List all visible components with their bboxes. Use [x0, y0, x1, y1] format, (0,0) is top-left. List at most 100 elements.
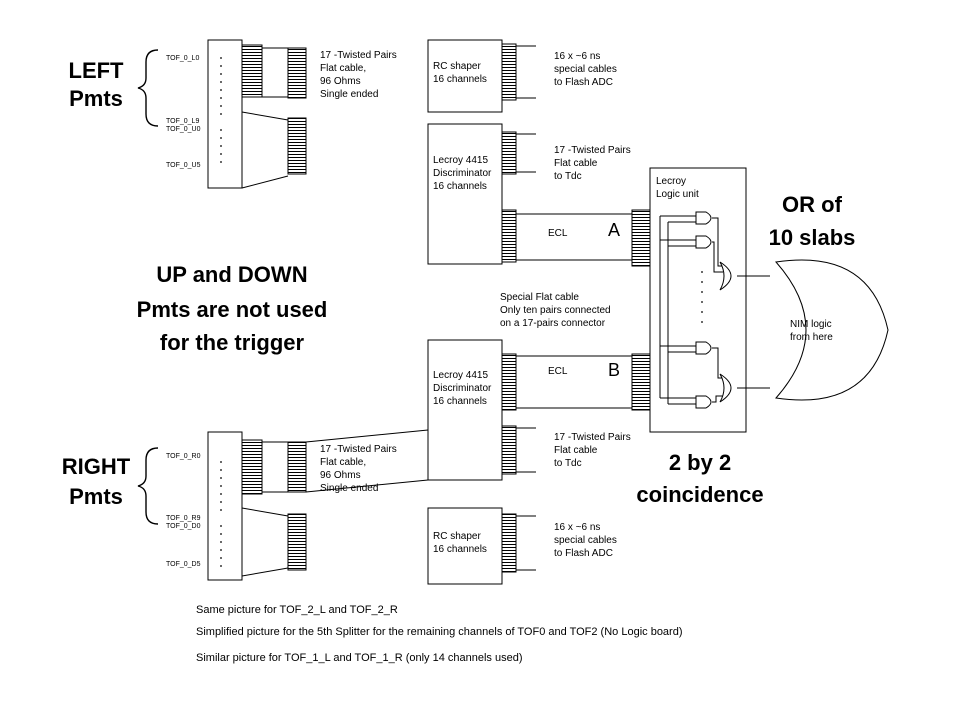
- connector-tof-0-u5: TOF_0_U5: [166, 162, 201, 169]
- logic-line1: Lecroy: [656, 176, 686, 187]
- disc-top-ecl-pins: [501, 209, 517, 263]
- tdc-bottom-line3: to Tdc: [554, 458, 582, 469]
- special-bottom-line1: 16 x ~6 ns: [554, 522, 600, 533]
- disc-bottom-line2: Discriminator: [433, 383, 492, 394]
- tdc-top-cable: [516, 133, 536, 173]
- left-splitter-board: [207, 39, 243, 189]
- right-splitter-board: [207, 431, 243, 581]
- connector-tof-0-d5: TOF_0_D5: [166, 561, 201, 568]
- right-twisted-pins: [287, 441, 307, 493]
- connector-tof-0-l0: TOF_0_L0: [166, 55, 199, 62]
- right-pmts-label-line2: Pmts: [69, 484, 123, 509]
- rc-bottom-output-pins: [501, 513, 517, 573]
- special-bottom-line3: to Flash ADC: [554, 548, 613, 559]
- rc-bottom-line2: 16 channels: [433, 544, 487, 555]
- discriminator-bottom: [427, 339, 503, 481]
- updown-note-line3: for the trigger: [160, 330, 305, 355]
- twisted-bottom-line4: Single ended: [320, 483, 378, 494]
- connector-tof-0-r0: TOF_0_R0: [166, 453, 201, 460]
- left-brace: [137, 49, 159, 127]
- connector-tof-0-d0: TOF_0_D0: [166, 523, 201, 530]
- tdc-bottom-cable: [516, 427, 536, 473]
- signal-a-label: A: [608, 220, 620, 240]
- special-flat-line1: Special Flat cable: [500, 292, 579, 303]
- twisted-top-line3: 96 Ohms: [320, 76, 361, 87]
- left-pmts-label-line1: LEFT: [69, 58, 125, 83]
- left-pmts-label-line2: Pmts: [69, 86, 123, 111]
- rc-top-input-pins: [287, 47, 307, 99]
- right-splitter-dots: [220, 461, 222, 567]
- right-pmts-label-line1: RIGHT: [62, 454, 131, 479]
- logic-gates: [659, 211, 770, 409]
- special-top-cable: [516, 45, 536, 99]
- special-flat-line2: Only ten pairs connected: [500, 305, 611, 316]
- tdc-top-line3: to Tdc: [554, 171, 582, 182]
- footer-note-1: Same picture for TOF_2_L and TOF_2_R: [196, 604, 398, 616]
- twisted-bottom-line1: 17 -Twisted Pairs: [320, 444, 397, 455]
- disc-bottom-line1: Lecroy 4415: [433, 370, 488, 381]
- nim-logic-region: [775, 259, 889, 401]
- ecl-a-label: ECL: [548, 228, 568, 239]
- footer-note-2: Simplified picture for the 5th Splitter …: [196, 626, 683, 638]
- nim-line1: NIM logic: [790, 319, 832, 330]
- updown-note-line1: UP and DOWN: [156, 262, 307, 287]
- disc-top-line3: 16 channels: [433, 181, 487, 192]
- footer-note-3: Similar picture for TOF_1_L and TOF_1_R …: [196, 652, 523, 664]
- logic-unit-dots: [701, 271, 703, 323]
- disc-bottom-tdc-pins: [501, 425, 517, 475]
- twisted-bottom-cable: [262, 429, 429, 493]
- lecroy-logic-unit: [649, 167, 747, 433]
- rc-top-line2: 16 channels: [433, 74, 487, 85]
- disc-top-line1: Lecroy 4415: [433, 155, 488, 166]
- logic-a-input-pins: [631, 209, 651, 267]
- logic-line2: Logic unit: [656, 189, 699, 200]
- disc-top-tdc-pins: [501, 131, 517, 175]
- twisted-top-cable: [262, 47, 288, 98]
- logic-b-input-pins: [631, 353, 651, 411]
- connector-tof-0-l9: TOF_0_L9: [166, 118, 199, 125]
- rc-bottom-input-pins: [287, 513, 307, 571]
- special-top-line1: 16 x ~6 ns: [554, 51, 600, 62]
- rc-top-line1: RC shaper: [433, 61, 481, 72]
- special-bottom-line2: special cables: [554, 535, 617, 546]
- rc-bottom-feed-cable: [241, 507, 289, 577]
- tdc-bottom-line2: Flat cable: [554, 445, 598, 456]
- coincidence-line2: coincidence: [636, 482, 763, 507]
- twisted-bottom-line2: Flat cable,: [320, 457, 366, 468]
- disc-bottom-line3: 16 channels: [433, 396, 487, 407]
- discriminator-top: [427, 123, 503, 265]
- coincidence-line1: 2 by 2: [669, 450, 731, 475]
- rc-top-output-pins: [501, 43, 517, 101]
- twisted-bottom-line3: 96 Ohms: [320, 470, 361, 481]
- tdc-top-line1: 17 -Twisted Pairs: [554, 145, 631, 156]
- special-top-line3: to Flash ADC: [554, 77, 613, 88]
- twisted-top-line1: 17 -Twisted Pairs: [320, 50, 397, 61]
- tdc-bottom-line1: 17 -Twisted Pairs: [554, 432, 631, 443]
- or-slabs-line2: 10 slabs: [769, 225, 856, 250]
- or-slabs-line1: OR of: [782, 192, 843, 217]
- signal-b-label: B: [608, 360, 620, 380]
- disc-top-line2: Discriminator: [433, 168, 492, 179]
- ecl-a-cable: [516, 213, 632, 261]
- disc-top-feed-cable: [241, 111, 289, 189]
- special-flat-line3: on a 17-pairs connector: [500, 318, 606, 329]
- rc-shaper-bottom: [427, 507, 503, 585]
- ecl-b-cable: [516, 355, 632, 409]
- right-splitter-output-connector: [241, 439, 263, 495]
- connector-tof-0-u0: TOF_0_U0: [166, 126, 201, 133]
- special-bottom-cable: [516, 515, 536, 571]
- twisted-top-line4: Single ended: [320, 89, 378, 100]
- ecl-b-label: ECL: [548, 366, 568, 377]
- twisted-top-line2: Flat cable,: [320, 63, 366, 74]
- rc-bottom-line1: RC shaper: [433, 531, 481, 542]
- right-brace: [137, 447, 159, 525]
- rc-shaper-top: [427, 39, 503, 113]
- nim-line2: from here: [790, 332, 833, 343]
- updown-note-line2: Pmts are not used: [137, 297, 328, 322]
- disc-bottom-ecl-pins: [501, 353, 517, 411]
- connector-tof-0-r9: TOF_0_R9: [166, 515, 201, 522]
- tdc-top-line2: Flat cable: [554, 158, 598, 169]
- left-splitter-dots: [220, 57, 222, 163]
- special-top-line2: special cables: [554, 64, 617, 75]
